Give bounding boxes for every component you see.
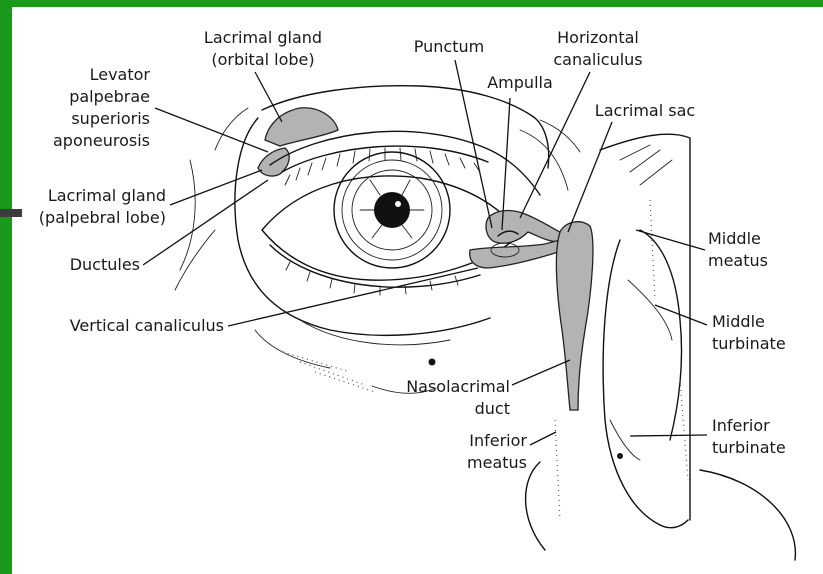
label-middle-turbinate-1: Middle [712, 312, 765, 331]
label-lacrimal-sac: Lacrimal sac [595, 101, 695, 120]
label-inferior-meatus-1: Inferior [469, 431, 527, 450]
label-horizontal-2: canaliculus [553, 50, 642, 69]
label-horizontal-1: Horizontal [557, 28, 639, 47]
label-ampulla: Ampulla [487, 73, 553, 92]
label-inferior-turbinate-2: turbinate [712, 438, 786, 457]
label-inferior-meatus-2: meatus [467, 453, 527, 472]
label-middle-turbinate-2: turbinate [712, 334, 786, 353]
canalicular-system [470, 211, 560, 268]
nasolacrimal-duct [556, 222, 593, 410]
eye [262, 152, 520, 295]
label-levator-1: Levator [90, 65, 151, 84]
label-gland-orbital-1: Lacrimal gland [204, 28, 322, 47]
label-levator-3: superioris [71, 109, 150, 128]
label-gland-orbital-2: (orbital lobe) [211, 50, 314, 69]
label-inferior-turbinate-1: Inferior [712, 416, 770, 435]
label-gland-palpebral-1: Lacrimal gland [48, 186, 166, 205]
label-middle-meatus-1: Middle [708, 229, 761, 248]
label-levator-4: aponeurosis [53, 131, 150, 150]
label-nasolacrimal-2: duct [475, 399, 510, 418]
label-ductules: Ductules [70, 255, 140, 274]
upper-eyelid [270, 131, 540, 195]
label-levator-2: palpebrae [69, 87, 150, 106]
label-nasolacrimal-1: Nasolacrimal [406, 377, 510, 396]
label-gland-palpebral-2: (palpebral lobe) [39, 208, 166, 227]
label-vertical-canaliculus: Vertical canaliculus [70, 316, 224, 335]
label-punctum: Punctum [414, 37, 484, 56]
labels: Levator palpebrae superioris aponeurosis… [39, 28, 786, 472]
label-middle-meatus-2: meatus [708, 251, 768, 270]
